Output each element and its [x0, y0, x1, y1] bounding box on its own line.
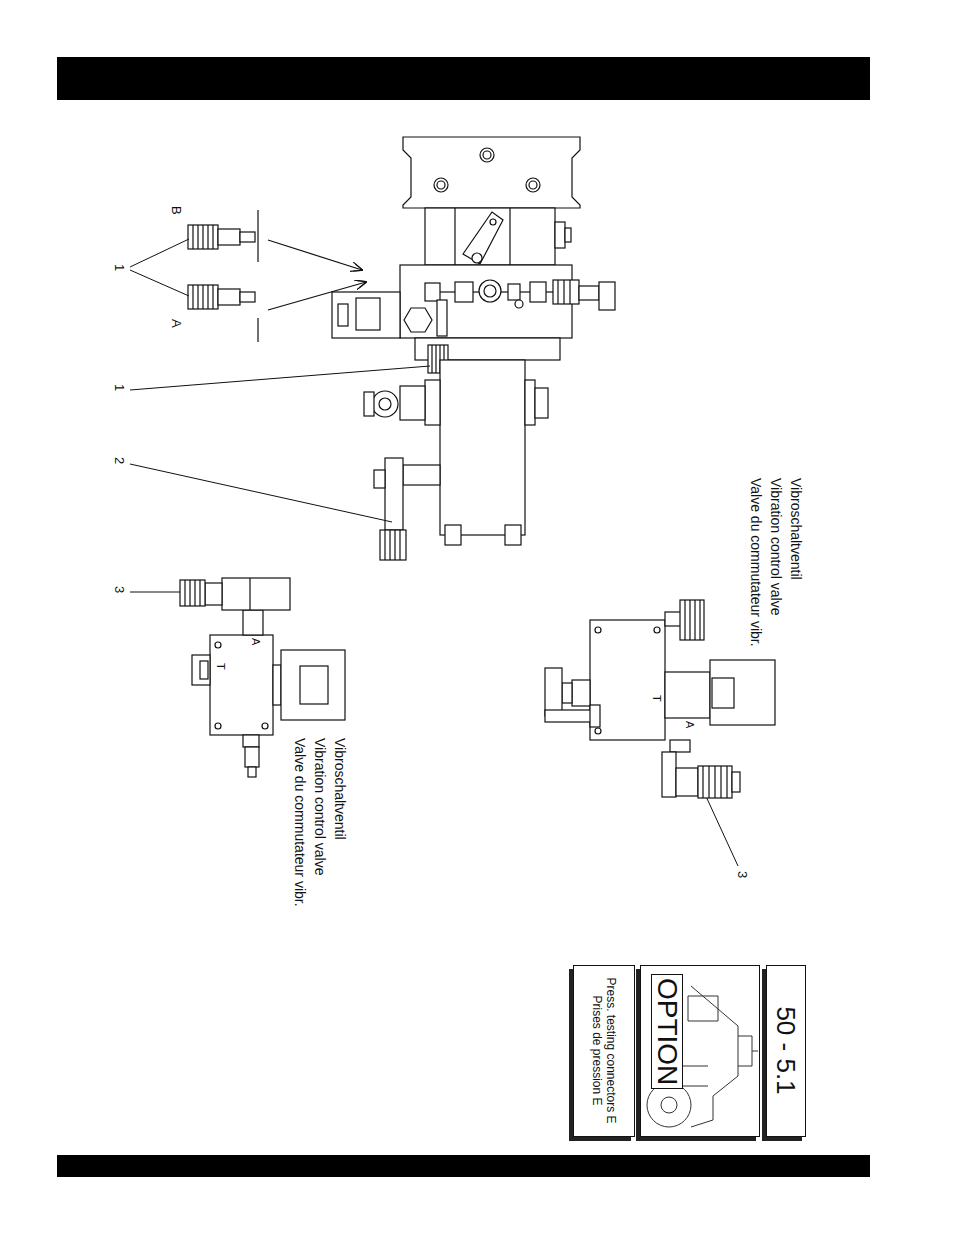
frame [691, 986, 738, 1127]
caption-text: Prises de pression E [590, 995, 603, 1105]
test-connectors [188, 210, 366, 342]
callout-number: 3 [734, 871, 749, 878]
part-name: Vibration control valve [312, 738, 328, 875]
callout-number: 1 [111, 264, 126, 271]
part-name: Valve du commutateur vibr. [292, 738, 308, 907]
port-name: A [168, 319, 183, 328]
footer-bar [57, 1155, 870, 1177]
header-bar [57, 57, 870, 100]
drum [647, 1083, 691, 1127]
drum-hub [661, 1097, 677, 1113]
port-name: A [683, 721, 696, 728]
engine-housing [678, 996, 718, 1086]
box-content: 50 - 5.1 [767, 966, 804, 1135]
port-name: T [214, 663, 227, 670]
caption-text: Press. testing connectors E [604, 977, 617, 1123]
main-assembly [332, 137, 615, 560]
port-name: T [650, 695, 663, 702]
part-name: Valve du commutateur vibr. [748, 478, 764, 647]
part-name: Vibration control valve [768, 478, 784, 615]
caption-box: Press. testing connectors EPrises de pre… [573, 965, 635, 1137]
leader-lines [130, 239, 738, 866]
port-name: B [168, 206, 183, 215]
callout-number: 2 [111, 457, 126, 464]
part-name: Vibroschaltventil [788, 478, 804, 580]
part-name: Vibroschaltventil [332, 738, 348, 840]
box-content: Press. testing connectors EPrises de pre… [574, 966, 633, 1135]
page-number-box: 50 - 5.1 [766, 965, 806, 1137]
port-name: A [249, 638, 262, 645]
operator-seat [738, 1036, 758, 1066]
page-number: 50 - 5.1 [771, 1006, 800, 1094]
callout-number: 3 [111, 586, 126, 593]
option-box: OPTION [640, 965, 760, 1137]
option-label: OPTION [651, 974, 683, 1089]
right-valve [545, 600, 775, 798]
callout-number: 1 [111, 384, 126, 391]
box-content: OPTION [641, 966, 758, 1135]
